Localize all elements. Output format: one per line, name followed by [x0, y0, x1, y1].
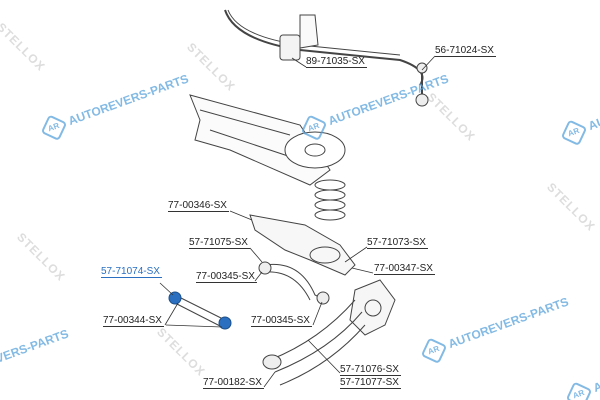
part-label-56-71024[interactable]: 56-71024-SX: [435, 45, 496, 57]
stabilizer-bushing: [279, 34, 301, 61]
part-label-89-71035[interactable]: 89-71035-SX: [306, 56, 367, 68]
spring-control-arm: [249, 214, 356, 276]
part-label-77-00345[interactable]: 77-00345-SX: [196, 271, 257, 283]
coil-spring: [314, 179, 346, 221]
part-label-77-00345-lower[interactable]: 77-00345-SX: [251, 315, 312, 327]
part-label-57-71073[interactable]: 57-71073-SX: [367, 237, 428, 249]
part-label-77-00346[interactable]: 77-00346-SX: [168, 200, 229, 212]
part-label-57-71074[interactable]: 57-71074-SX: [101, 266, 162, 278]
part-label-77-00347[interactable]: 77-00347-SX: [374, 263, 435, 275]
lower-arm-75: [264, 263, 326, 301]
knuckle: [349, 279, 396, 336]
part-label-57-71076[interactable]: 57-71076-SX: [340, 364, 401, 376]
trailing-arm-76: [269, 299, 366, 386]
part-label-77-00182[interactable]: 77-00182-SX: [203, 377, 264, 389]
part-label-57-71075[interactable]: 57-71075-SX: [189, 237, 250, 249]
part-label-57-71077[interactable]: 57-71077-SX: [340, 377, 401, 389]
part-label-77-00344[interactable]: 77-00344-SX: [103, 315, 164, 327]
trailing-arm-74: [174, 294, 226, 328]
